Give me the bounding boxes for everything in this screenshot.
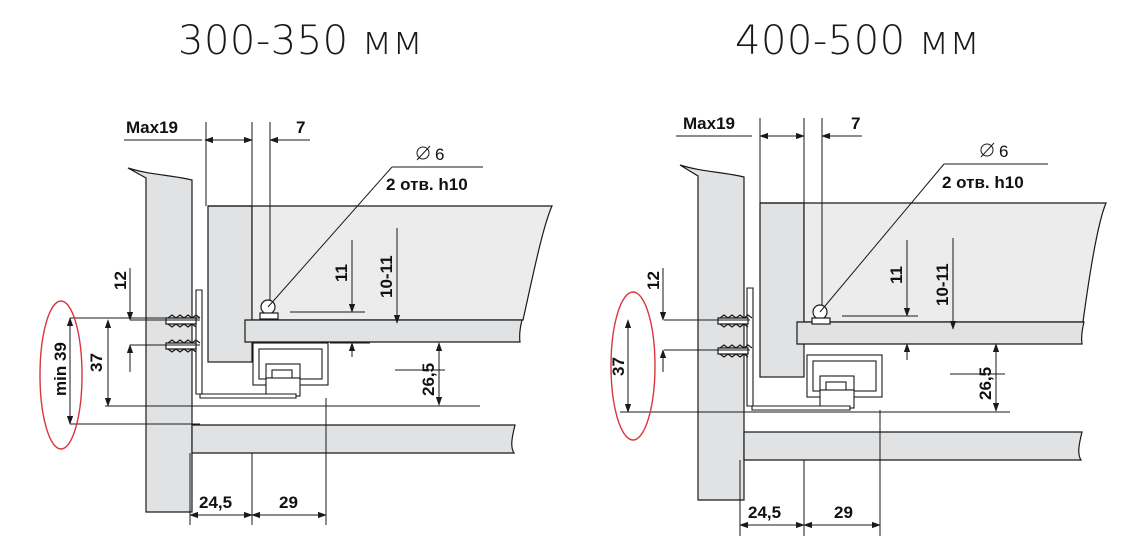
- cabinet-bottom-panel: [191, 424, 516, 454]
- right-label-7: 7: [851, 114, 860, 133]
- right-label-max19: Max19: [683, 114, 735, 133]
- right-panel-title: 400-500 мм: [735, 18, 981, 64]
- left-label-holes: 2 отв. h10: [386, 175, 468, 194]
- drawer-bottom-strip: [796, 321, 1085, 345]
- drawer-side-board: [759, 202, 805, 378]
- left-label-7: 7: [296, 118, 305, 137]
- left-label-10-11: 10-11: [377, 255, 396, 298]
- cabinet-side-wall: [679, 164, 745, 501]
- left-label-11: 11: [332, 264, 351, 282]
- left-panel-title: 300-350 мм: [178, 18, 424, 64]
- left-label-24-5: 24,5: [199, 493, 232, 512]
- dimension-lines: [620, 118, 1048, 536]
- right-label-diameter-6: 6: [999, 142, 1008, 161]
- left-label-diameter-6: 6: [435, 145, 444, 164]
- left-label-37: 37: [87, 353, 106, 372]
- drawer-bottom-strip: [244, 319, 523, 343]
- left-label-12: 12: [111, 271, 130, 290]
- highlight-ellipse: [39, 300, 83, 450]
- left-label-26-5: 26,5: [419, 363, 438, 396]
- left-diagram: [39, 122, 553, 525]
- right-label-holes: 2 отв. h10: [942, 173, 1024, 192]
- cabinet-side-wall: [127, 167, 193, 513]
- dimension-lines: [66, 122, 483, 525]
- right-label-29: 29: [834, 503, 853, 522]
- runner-rail-profile: [195, 289, 329, 399]
- right-label-26-5: 26,5: [976, 367, 995, 400]
- left-label-max19: Max19: [126, 118, 178, 137]
- left-label-29: 29: [279, 493, 298, 512]
- left-label-min39: min 39: [51, 342, 70, 396]
- right-label-24-5: 24,5: [748, 503, 781, 522]
- highlight-ellipse: [610, 291, 656, 441]
- diameter-symbol: [980, 142, 995, 158]
- diameter-symbol: [416, 145, 431, 161]
- right-label-10-11: 10-11: [933, 263, 952, 306]
- right-label-37: 37: [609, 357, 628, 376]
- right-label-11: 11: [887, 266, 906, 284]
- right-label-12: 12: [644, 271, 663, 290]
- cabinet-bottom-panel: [743, 431, 1083, 461]
- right-diagram: [610, 118, 1107, 536]
